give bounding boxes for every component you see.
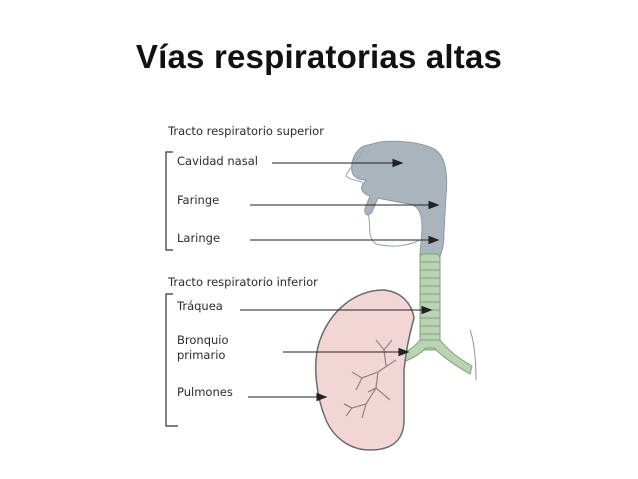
pointer-laringe-arrowhead [428, 235, 440, 245]
lower-section-bracket [165, 293, 178, 427]
pointer-pulmones-arrowhead [316, 392, 328, 402]
lung-shape [315, 289, 415, 451]
pointer-traquea-arrowhead [421, 305, 433, 315]
bronchial-tree [343, 339, 397, 419]
label-traquea: Tráquea [176, 299, 223, 313]
label-bronquio: Bronquio [177, 333, 229, 347]
upper-airway-shape [351, 140, 448, 257]
lower-section-heading: Tracto respiratorio inferior [167, 275, 318, 289]
trachea-rings [420, 261, 440, 335]
label-primario: primario [177, 348, 225, 362]
pointer-faringe-arrowhead [428, 200, 440, 210]
label-faringe: Faringe [177, 193, 219, 207]
label-cavidad-nasal: Cavidad nasal [177, 154, 258, 168]
right-lung-edge [469, 329, 477, 381]
upper-section-bracket [165, 151, 173, 251]
chin-profile [367, 213, 421, 247]
nose-profile [345, 149, 365, 187]
pointer-bronquio-primario-arrowhead [398, 347, 410, 357]
pointer-lines [240, 158, 440, 402]
pointer-cavidad-nasal-arrowhead [392, 158, 404, 168]
label-pulmones: Pulmones [177, 385, 233, 399]
upper-section-heading: Tracto respiratorio superior [167, 124, 324, 138]
slide-title: Vías respiratorias altas [135, 38, 503, 75]
label-laringe: Laringe [177, 231, 220, 245]
